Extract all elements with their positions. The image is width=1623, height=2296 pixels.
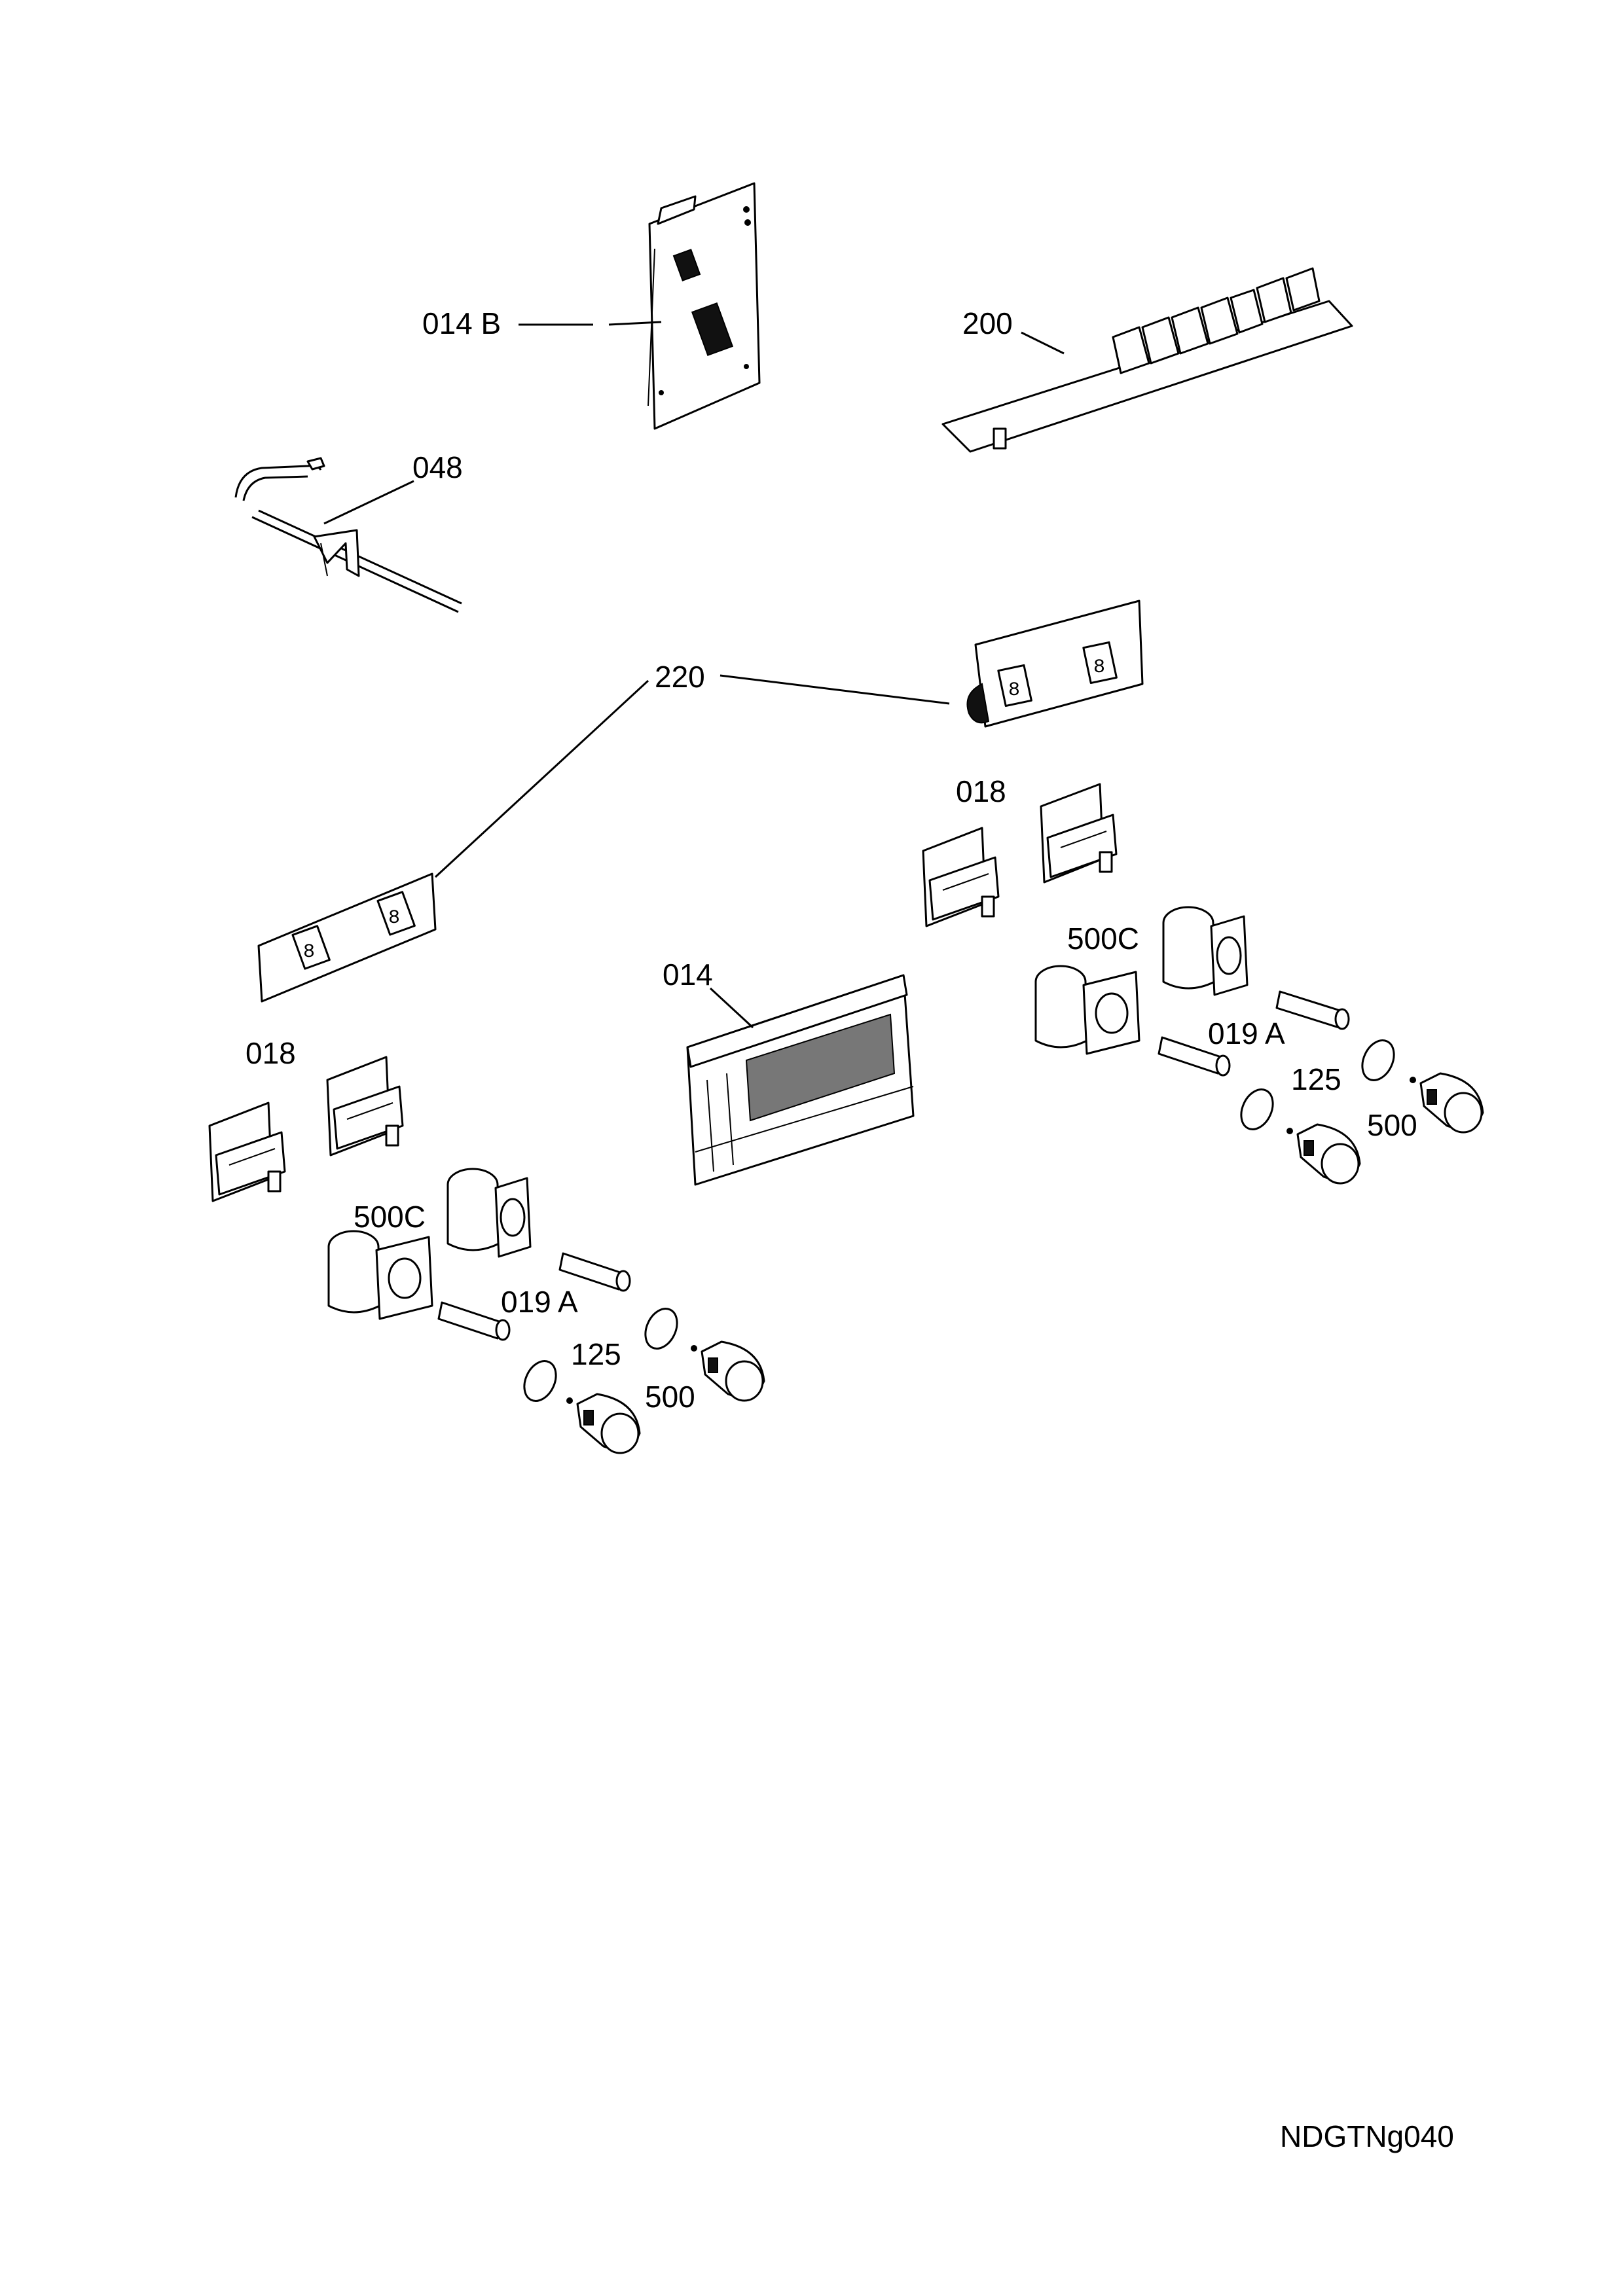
part-220-display-board-right: 8 8 <box>966 600 1144 728</box>
label-500-right: 500 <box>1367 1108 1417 1142</box>
label-500c-left: 500C <box>354 1200 426 1234</box>
part-500c-cylinder-right-a <box>1034 965 1140 1055</box>
part-220-display-board-left: 8 8 <box>257 872 437 1003</box>
part-500-knob-right-a <box>1410 1072 1484 1134</box>
part-500c-cylinder-left-a <box>327 1230 433 1320</box>
part-014-control-frame <box>686 974 915 1186</box>
label-048: 048 <box>412 450 463 484</box>
part-018-switch-right-b <box>1040 783 1118 884</box>
label-500c-right: 500C <box>1067 922 1139 956</box>
label-018-right: 018 <box>956 774 1006 808</box>
part-018-switch-left-b <box>326 1056 404 1157</box>
part-500-knob-left-b <box>566 1393 641 1454</box>
drawing-code: NDGTNg040 <box>1280 2119 1454 2153</box>
part-125-ring-right-a <box>1361 1039 1395 1081</box>
label-014b: 014 B <box>422 306 501 340</box>
part-048-sensor-probe <box>234 457 462 613</box>
leader-014b-pointer <box>608 321 662 326</box>
part-019a-shaft-right-b <box>1158 1036 1231 1077</box>
part-125-ring-left-b <box>523 1360 557 1402</box>
part-500-knob-left-a <box>691 1340 765 1402</box>
part-019a-shaft-right-a <box>1275 990 1350 1030</box>
leader-200 <box>1021 331 1065 355</box>
part-500c-cylinder-right-b <box>1162 906 1249 996</box>
part-018-switch-right-a <box>922 827 1000 927</box>
label-018-left: 018 <box>246 1036 296 1070</box>
part-500-knob-right-b <box>1286 1123 1361 1185</box>
svg-text:8: 8 <box>1008 679 1020 702</box>
part-014b-circuit-board <box>647 182 761 430</box>
label-200: 200 <box>962 306 1013 340</box>
label-125-right: 125 <box>1291 1062 1341 1096</box>
label-220: 220 <box>655 660 705 694</box>
label-500-left: 500 <box>645 1380 695 1414</box>
svg-text:8: 8 <box>1093 656 1105 679</box>
part-019a-shaft-left-b <box>437 1301 511 1341</box>
leader-220-left <box>434 679 649 878</box>
label-014: 014 <box>663 958 713 992</box>
part-019a-shaft-left-a <box>558 1252 631 1292</box>
part-018-switch-left-a <box>208 1102 286 1202</box>
label-019a-left: 019 A <box>501 1285 578 1319</box>
label-125-left: 125 <box>571 1337 621 1371</box>
part-200-relay-board <box>941 267 1353 453</box>
leader-220-right <box>720 674 950 705</box>
part-500c-cylinder-left-b <box>447 1168 532 1258</box>
label-019a-right: 019 A <box>1208 1016 1285 1050</box>
leader-014 <box>709 987 754 1029</box>
part-125-ring-right-b <box>1240 1088 1274 1130</box>
leader-048 <box>323 480 414 525</box>
part-125-ring-left-a <box>644 1308 678 1350</box>
svg-text:8: 8 <box>388 907 400 929</box>
svg-text:8: 8 <box>303 941 315 963</box>
